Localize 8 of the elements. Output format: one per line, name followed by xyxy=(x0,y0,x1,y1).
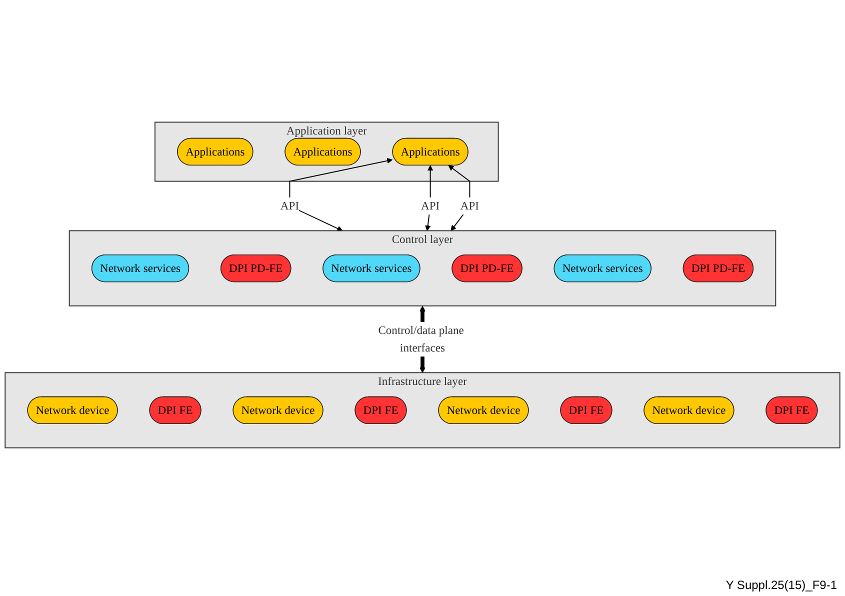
edge-label: API xyxy=(280,199,300,212)
figure-number: Y Suppl.25(15)_F9-1 xyxy=(726,578,837,592)
arrow xyxy=(425,165,434,231)
edge-label: API xyxy=(420,199,440,212)
edge-label: API xyxy=(460,199,480,212)
arrow xyxy=(448,165,470,231)
arrow xyxy=(289,158,393,232)
edge-label: Control/data plane interfaces xyxy=(378,324,464,354)
